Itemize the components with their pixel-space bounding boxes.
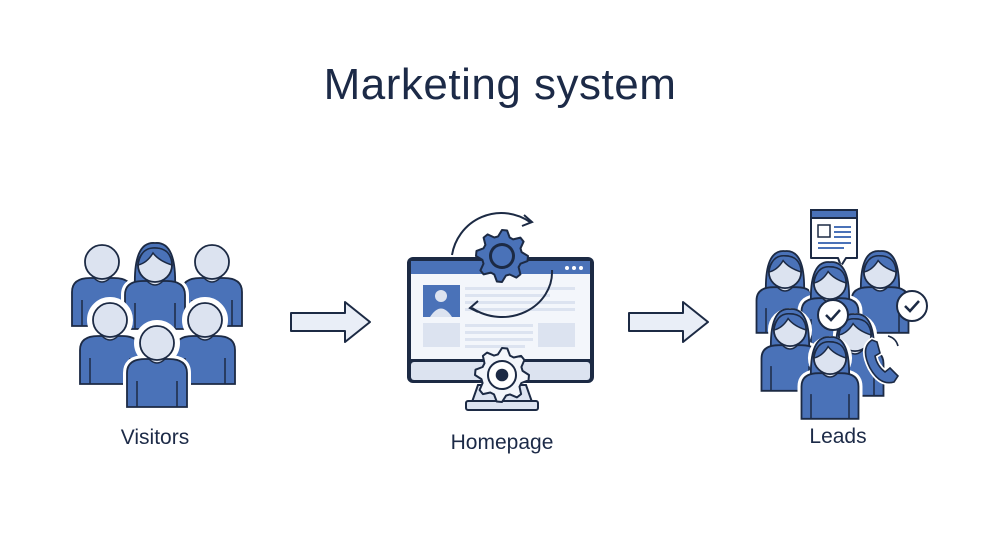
arrow-right-icon xyxy=(290,301,371,343)
stage-label-homepage: Homepage xyxy=(450,431,554,454)
diagram-title: Marketing system xyxy=(323,60,677,109)
checkmark-icon xyxy=(817,299,849,331)
stage-label-leads: Leads xyxy=(809,425,867,448)
person-icon xyxy=(797,335,863,423)
people-group-icon xyxy=(68,239,246,411)
gear-icon xyxy=(474,347,530,403)
leads-group-icon xyxy=(752,209,928,423)
person-icon xyxy=(847,249,913,337)
refresh-arc-icon xyxy=(451,212,531,256)
person-icon xyxy=(121,242,189,333)
person-icon xyxy=(123,320,191,411)
arrow-right-icon xyxy=(628,301,709,343)
refresh-arc-icon xyxy=(471,269,554,319)
document-bubble-icon xyxy=(810,209,858,267)
website-monitor-gear-icon xyxy=(407,212,594,411)
phone-icon xyxy=(863,335,902,386)
checkmark-icon xyxy=(896,290,928,322)
stage-label-visitors: Visitors xyxy=(120,426,190,449)
gear-icon xyxy=(475,229,529,283)
